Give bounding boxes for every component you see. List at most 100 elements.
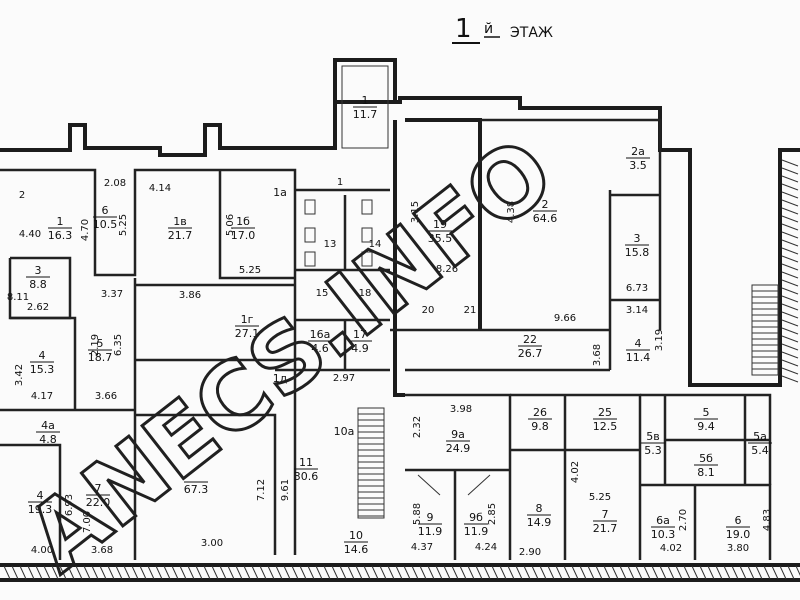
dimension-label: 13 [324, 239, 337, 250]
room-number: 19 [433, 218, 447, 231]
dimension-label: 3.00 [201, 538, 223, 549]
dimension-label: 2.70 [678, 509, 689, 531]
dimension-label: 3.19 [654, 329, 665, 351]
room-number: 5в [646, 430, 659, 443]
room-number: 26 [533, 406, 547, 419]
room-label: 911.9 [418, 511, 443, 538]
room-area: 21.7 [168, 229, 193, 242]
room-number: 4 [37, 489, 44, 502]
staircase-left [357, 407, 385, 519]
dimension-label: 5.06 [225, 214, 236, 236]
room-area: 8.1 [697, 466, 715, 479]
dimension-label: 3.14 [626, 305, 648, 316]
floor-title: 1 й ЭТАЖ [452, 14, 553, 44]
room-number: 2а [631, 145, 645, 158]
dimension-label: 3.86 [179, 290, 201, 301]
room-area: 3.5 [629, 159, 647, 172]
room-area: 11.7 [353, 108, 378, 121]
room-number: 9б [469, 511, 483, 524]
room-area: 67.3 [184, 483, 209, 496]
room-number: 22 [523, 333, 537, 346]
room-number: 5а [753, 430, 767, 443]
dimension-label: 2.08 [104, 178, 126, 189]
dimension-label: 7.12 [256, 479, 267, 501]
dimension-label: 1 [337, 177, 343, 188]
room-area: 19.3 [28, 503, 53, 516]
dimension-label: 3.80 [727, 543, 749, 554]
room-area: 17.0 [231, 229, 256, 242]
dimension-label: 4.00 [31, 545, 53, 556]
room-label: 722.0 [86, 482, 111, 509]
room-number: 1а [273, 186, 287, 199]
room-label: 174.9 [348, 328, 372, 355]
dimension-label: 8.11 [7, 292, 29, 303]
dimension-label: 3.37 [101, 289, 123, 300]
room-area: 10.3 [651, 528, 676, 541]
room-area: 21.7 [593, 522, 618, 535]
room-label: 67.3 [184, 481, 209, 496]
dimension-label: 2.32 [412, 416, 423, 438]
room-number: 17 [353, 328, 367, 341]
toilet-fixtures [304, 199, 373, 267]
dimension-label: 4.38 [506, 201, 517, 223]
room-area: 15.3 [30, 363, 55, 376]
room-area: 15.8 [625, 246, 650, 259]
staircase-right [751, 284, 779, 376]
dimension-label: 2.97 [333, 373, 355, 384]
room-label: 5а5.4 [748, 430, 772, 457]
room-number: 9а [451, 428, 465, 441]
room-number: 8 [536, 502, 543, 515]
room-label: 411.4 [626, 337, 651, 364]
room-number: 16а [310, 328, 331, 341]
room-number: 2 [542, 198, 549, 211]
room-number: 10а [334, 425, 355, 438]
room-area: 14.9 [527, 516, 552, 529]
dimension-label: 2.85 [487, 503, 498, 525]
room-area: 10.5 [93, 218, 118, 231]
floor-number: 1 [455, 14, 472, 44]
room-number: 5б [699, 452, 713, 465]
dimension-label: 4.02 [570, 461, 581, 483]
dimension-label: 2.62 [27, 302, 49, 313]
room-number: 7 [602, 508, 609, 521]
room-number: 1д [273, 372, 288, 385]
dimension-label: 3.66 [95, 391, 117, 402]
room-area: 12.5 [593, 420, 618, 433]
dimension-label: 18 [359, 288, 372, 299]
room-label: 315.8 [625, 232, 650, 259]
dimension-label: 3.42 [14, 364, 25, 386]
room-area: 5.4 [751, 444, 769, 457]
room-area: 22.0 [86, 496, 111, 509]
dimension-label: 6.73 [626, 283, 648, 294]
room-number: 1б [236, 215, 250, 228]
room-area: 19.0 [726, 528, 751, 541]
room-number: 1в [173, 215, 186, 228]
dimension-label: 4.70 [80, 219, 91, 241]
dimension-label: 9.61 [280, 479, 291, 501]
dimension-label: 2.90 [519, 547, 541, 558]
room-number: 4 [635, 337, 642, 350]
interior-walls [0, 118, 772, 560]
dimension-label: 15 [316, 288, 329, 299]
room-number: 3 [634, 232, 641, 245]
room-label: 59.4 [694, 406, 718, 433]
dimension-label: 4.17 [31, 391, 53, 402]
dimension-label: 4.14 [149, 183, 171, 194]
floor-word: ЭТАЖ [510, 25, 553, 41]
room-number: 3 [35, 264, 42, 277]
room-area: 11.9 [464, 525, 489, 538]
dimension-label: 14 [369, 239, 382, 250]
room-area: 4.9 [351, 342, 369, 355]
room-label: 5б8.1 [694, 452, 718, 479]
